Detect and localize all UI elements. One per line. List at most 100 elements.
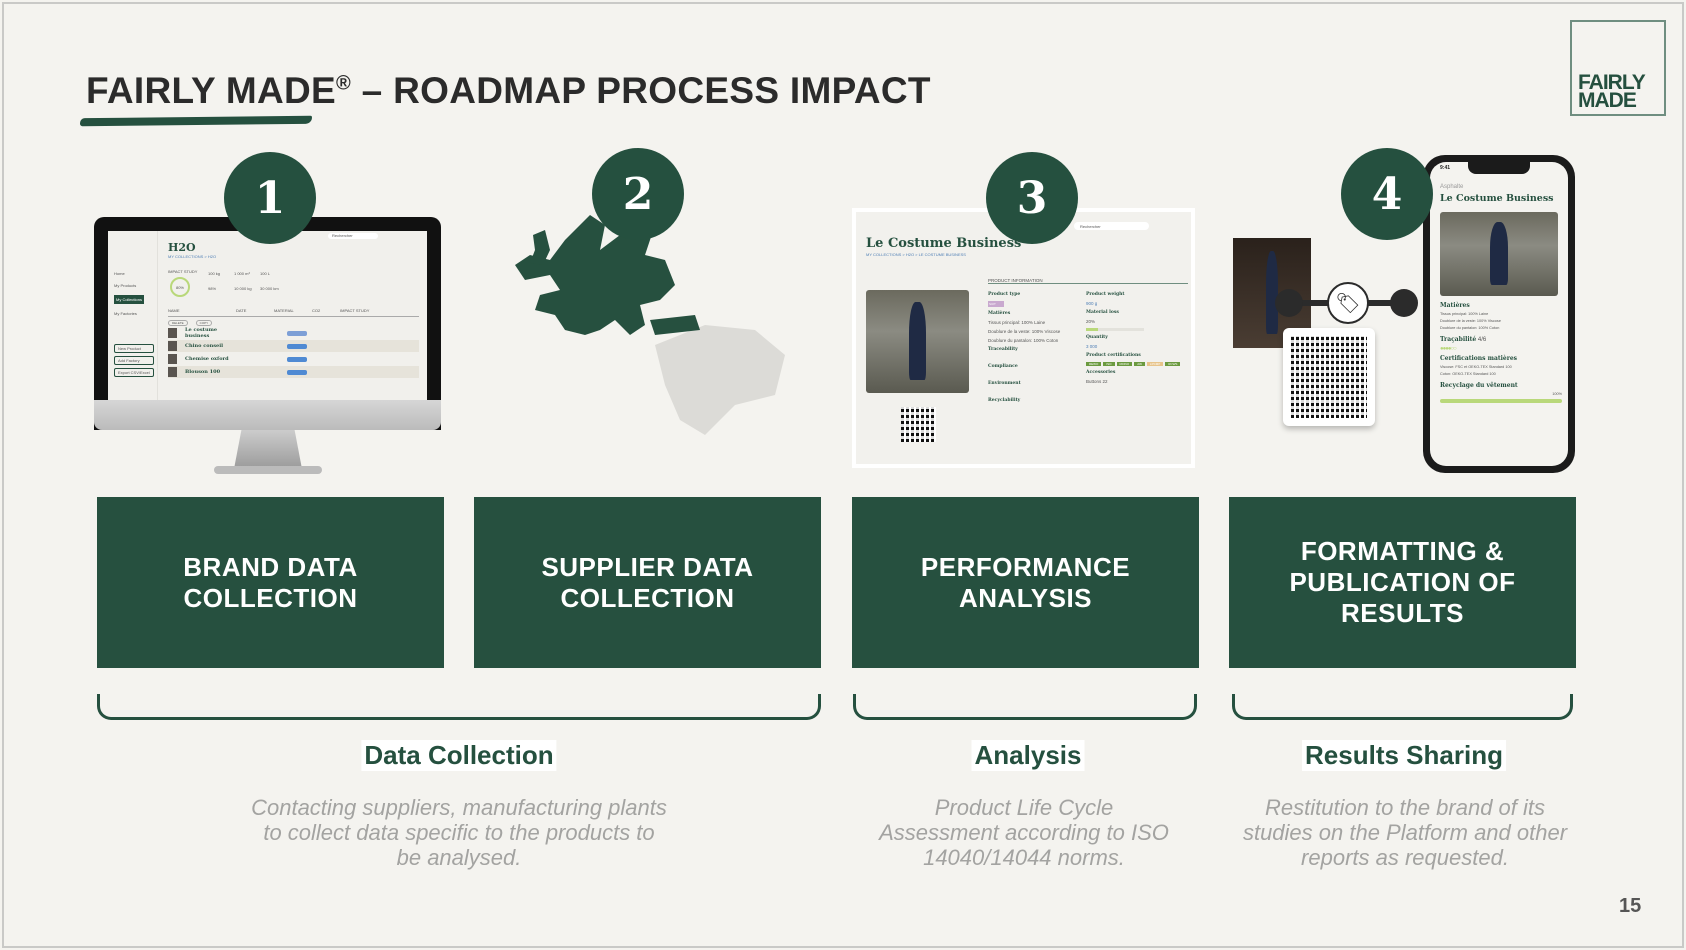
search-input[interactable]: Rechercher [1074, 222, 1149, 230]
bracket-analysis [853, 694, 1197, 720]
connector-dot [1390, 289, 1418, 317]
export-button[interactable]: Export CSV/Excel [114, 368, 154, 377]
europe-region [515, 215, 675, 335]
recycling-title: Recyclage du vêtement [1440, 382, 1518, 389]
table-row[interactable]: Le costume business [168, 327, 419, 339]
loss-bar [1086, 328, 1144, 331]
nav-collections[interactable]: My Collections [114, 295, 145, 304]
logo-line2: MADE [1578, 89, 1637, 112]
brand-platform-screen: H2O MY COLLECTIONS > H2O Rechercher Home… [108, 231, 427, 400]
step-box-performance: PERFORMANCE ANALYSIS [852, 497, 1199, 668]
cert-badge: ISO [1103, 362, 1115, 366]
nav-home[interactable]: Home [114, 271, 125, 276]
step-number-4: 4 [1341, 148, 1433, 240]
recycling-pct: 100% [1552, 392, 1562, 396]
copy-button[interactable]: COPY [195, 320, 213, 326]
certifications-label: Product certifications [1086, 353, 1141, 358]
connector-dot [1275, 289, 1303, 317]
stat: 98% [208, 286, 217, 291]
bracket-data-collection [97, 694, 821, 720]
step-box-supplier-data: SUPPLIER DATA COLLECTION [474, 497, 821, 668]
europe-map [515, 215, 785, 435]
material-line: Tissus principal: 100% Laine [1440, 312, 1489, 316]
stat: 30 000 km [260, 286, 279, 291]
brand-name: Asphalte [1440, 184, 1464, 190]
delete-button[interactable]: DELETE [168, 320, 188, 326]
material-line: Tissus principal: 100% Laine [988, 320, 1046, 325]
stat: 1 000 m³ [234, 271, 250, 276]
compliance-label: Compliance [988, 364, 1018, 369]
step-label: SUPPLIER DATA COLLECTION [541, 551, 754, 613]
traceability-label: Traceability [988, 347, 1018, 352]
cert-badge: AW [1134, 362, 1145, 366]
quantity-label: Quantity [1086, 335, 1108, 340]
phase-desc-results: Restitution to the brand of its studies … [1242, 795, 1568, 870]
monitor-stand [233, 430, 303, 470]
table-row[interactable]: Chino conseil [168, 340, 419, 352]
materials-title: Matières [1440, 302, 1470, 309]
nav-factories[interactable]: My Factories [114, 311, 137, 316]
weight-value: 900 g [1086, 301, 1098, 306]
title-brand: FAIRLY MADE [86, 70, 337, 111]
row-name: Chino conseil [185, 343, 224, 349]
product-title: Le Costume Business [1440, 193, 1554, 204]
uk-region [530, 230, 550, 265]
recyclability-label: Recyclability [988, 398, 1021, 403]
environment-label: Environment [988, 381, 1021, 386]
loss-value: 20% [1086, 319, 1096, 324]
table-row[interactable]: Blouson 100 [168, 366, 419, 378]
step-box-publication: FORMATTING & PUBLICATION OF RESULTS [1229, 497, 1576, 668]
step-box-brand-data: BRAND DATA COLLECTION [97, 497, 444, 668]
search-input[interactable]: Rechercher [328, 233, 378, 239]
breadcrumb: MY COLLECTIONS > H2O [168, 254, 217, 259]
bracket-results [1232, 694, 1573, 720]
stat: 100 L [260, 271, 271, 276]
material-line: Doublure de la veste: 100% Viscose [988, 329, 1061, 334]
phase-desc-analysis: Product Life Cycle Assessment according … [879, 795, 1169, 870]
cert-badge: RDINO [1116, 362, 1133, 366]
nav-products[interactable]: My Products [114, 283, 137, 288]
page-number: 15 [1619, 895, 1642, 917]
row-name: Blouson 100 [185, 369, 221, 375]
product-photo [866, 290, 969, 393]
phase-title-analysis: Analysis [971, 740, 1085, 771]
step-label: BRAND DATA COLLECTION [183, 551, 358, 613]
step-number-2: 2 [592, 148, 684, 240]
row-name: Le costume business [185, 327, 218, 339]
logo-line1: FAIRLY [1578, 71, 1646, 94]
col-name: NAME [168, 308, 180, 313]
monitor-chin [94, 400, 441, 430]
product-type-badge: SUIT [988, 301, 1004, 307]
col-impact: IMPACT STUDY [340, 308, 370, 313]
step-number-1: 1 [224, 152, 316, 244]
title-underline [79, 115, 313, 127]
turkey-region [650, 315, 700, 335]
product-analysis-screen: Le Costume Business MY COLLECTIONS > H2O… [852, 208, 1195, 468]
materials-label: Matières [988, 311, 1011, 316]
loss-label: Material loss [1086, 310, 1119, 315]
cert-line: Viscose: FSC et OEKO-TEX Standard 100 [1440, 365, 1512, 369]
new-product-button[interactable]: New Product [114, 344, 154, 353]
middle-east-region [655, 325, 785, 435]
breadcrumb: MY COLLECTIONS > H2O > LE COSTUME BUSINE… [866, 252, 966, 257]
phase-title-data-collection: Data Collection [361, 740, 557, 771]
tag-icon: 🏷︎ [1327, 282, 1369, 324]
weight-label: Product weight [1086, 292, 1125, 297]
qr-code [1291, 336, 1367, 418]
col-date: DATE [236, 308, 247, 313]
cert-line: Coton: OEKO-TEX Standard 100 [1440, 372, 1496, 376]
slide-title: FAIRLY MADE® – ROADMAP PROCESS IMPACT [86, 70, 931, 112]
product-title: Le Costume Business [866, 236, 1022, 251]
cert-badge: REWO [1086, 362, 1102, 366]
phone-screen: 9:41 Asphalte Le Costume Business Matièr… [1430, 162, 1568, 466]
impact-gauge: 80% [170, 277, 190, 297]
table-row[interactable]: Chemise oxford [168, 353, 419, 365]
col-co2: CO2 [312, 308, 321, 313]
add-factory-button[interactable]: Add Factory [114, 356, 154, 365]
stat: 100 kg [208, 271, 221, 276]
product-type-label: Product type [988, 292, 1021, 297]
quantity-value: 3 000 [1086, 344, 1098, 349]
material-line: Doublure du pantalon: 100% Coton [988, 338, 1059, 343]
product-photo [1440, 212, 1558, 296]
